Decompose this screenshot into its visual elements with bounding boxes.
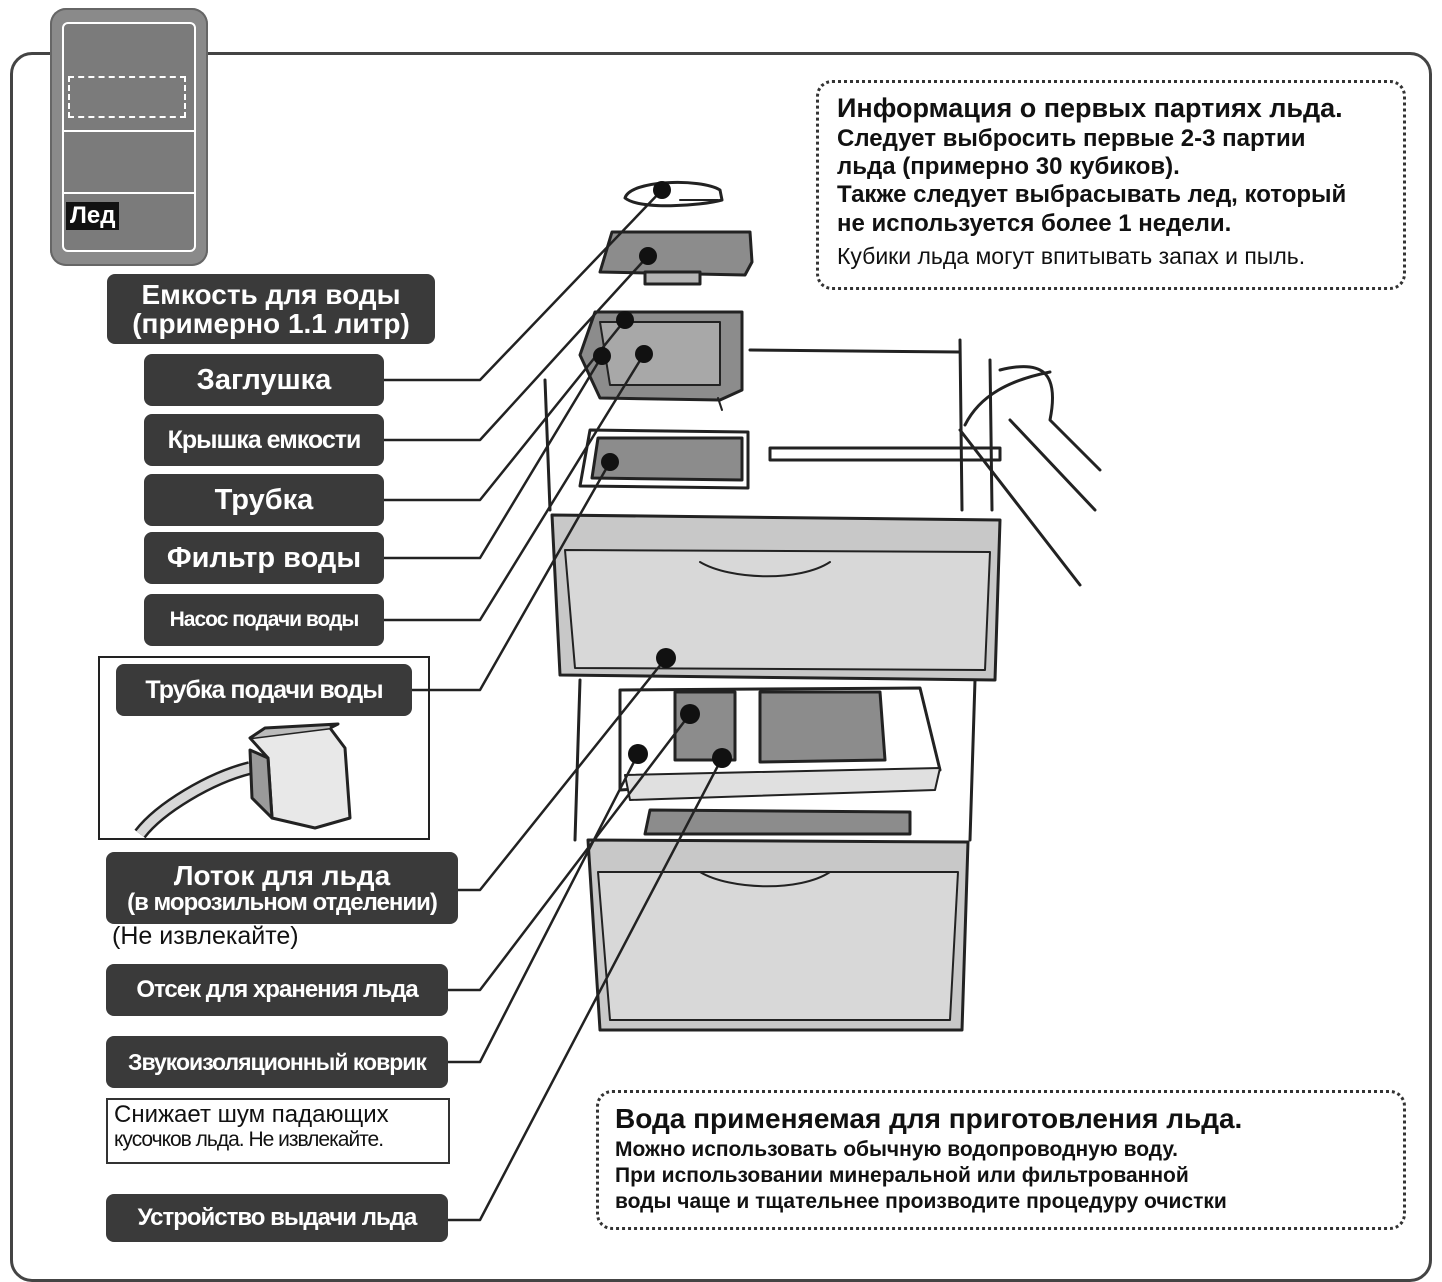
upper-drawer bbox=[550, 513, 1002, 682]
fridge-icon: Лед bbox=[50, 8, 208, 266]
water-supply-tube-illustration bbox=[134, 722, 352, 838]
first-batches-line1: Следует выбросить первые 2-3 партии bbox=[837, 125, 1306, 152]
water-info-box: Вода применяемая для приготовления льда.… bbox=[596, 1090, 1406, 1230]
ice-storage-bin bbox=[573, 678, 977, 842]
plug-part bbox=[623, 181, 724, 208]
plug-label: Заглушка bbox=[144, 354, 384, 406]
sound-mat-note-line1: Снижает шум падающих bbox=[114, 1101, 389, 1128]
callout-dots bbox=[593, 181, 732, 768]
first-batches-title: Информация о первых партиях льда. bbox=[837, 93, 1343, 123]
water-info-line1: Можно использовать обычную водопроводную… bbox=[615, 1138, 1179, 1161]
sound-mat-note-line2: кусочков льда. Не извлекайте. bbox=[114, 1128, 384, 1152]
water-supply-tube-label: Трубка подачи воды bbox=[116, 664, 412, 716]
tank-lid-part bbox=[598, 230, 754, 286]
ice-tray-label-line1: Лоток для льда bbox=[173, 859, 391, 891]
water-pump-label: Насос подачи воды bbox=[144, 594, 384, 646]
water-supply-tube-inset bbox=[98, 656, 430, 840]
tube-label: Трубка bbox=[144, 474, 384, 526]
ice-dispenser-label: Устройство выдачи льда bbox=[106, 1194, 448, 1242]
ice-tray-label-line2: (в морозильном отделении) bbox=[127, 889, 438, 917]
ice-maker-illustration bbox=[382, 181, 1102, 1222]
ice-compartment-label: Лед bbox=[66, 202, 120, 230]
water-tank-part bbox=[578, 310, 744, 411]
water-info-line2: При использовании минеральной или фильтр… bbox=[615, 1164, 1189, 1187]
ice-tray-label: Лоток для льда (в морозильном отделении) bbox=[106, 852, 458, 924]
water-filter-label: Фильтр воды bbox=[144, 532, 384, 584]
ice-storage-label: Отсек для хранения льда bbox=[106, 964, 448, 1016]
first-batches-line2: льда (примерно 30 кубиков). bbox=[837, 153, 1180, 180]
first-batches-info-box: Информация о первых партиях льда. Следуе… bbox=[816, 80, 1406, 290]
water-info-title: Вода применяемая для приготовления льда. bbox=[615, 1103, 1243, 1134]
water-tank-label-line2: (примерно 1.1 литр) bbox=[132, 308, 410, 339]
first-batches-line3: Также следует выбрасывать лед, который bbox=[837, 181, 1347, 208]
tank-lid-label: Крышка емкости bbox=[144, 414, 384, 466]
first-batches-line5: Кубики льда могут впитывать запах и пыль… bbox=[837, 243, 1306, 269]
water-info-line3: воды чаще и тщательнее производите проце… bbox=[615, 1190, 1227, 1213]
leader-lines bbox=[382, 188, 724, 1222]
water-tank-label: Емкость для воды (примерно 1.1 литр) bbox=[107, 274, 435, 344]
lower-drawer bbox=[586, 838, 970, 1032]
tank-compartment bbox=[578, 428, 1002, 490]
first-batches-line4: не используется более 1 недели. bbox=[837, 210, 1232, 237]
water-tank-label-line1: Емкость для воды bbox=[141, 278, 401, 310]
ice-tray-note: (Не извлекайте) bbox=[112, 922, 299, 950]
sound-mat-note: Снижает шум падающих кусочков льда. Не и… bbox=[106, 1098, 450, 1164]
sound-mat-label: Звукоизоляционный коврик bbox=[106, 1036, 448, 1088]
